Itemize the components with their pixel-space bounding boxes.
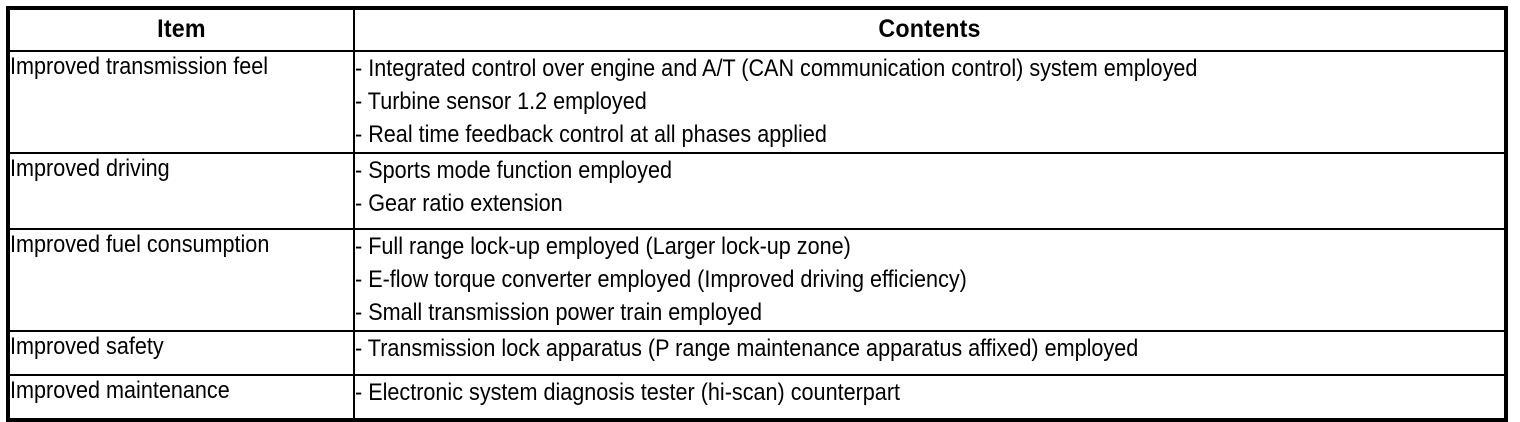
list-item: - Sports mode function employed [355, 157, 672, 184]
list-item: - E-flow torque converter employed (Impr… [355, 266, 967, 293]
contents-list: - Integrated control over engine and A/T… [355, 52, 1504, 151]
row-contents-cell: - Sports mode function employed - Gear r… [353, 152, 1507, 230]
row-item-cell: Improved transmission feel [7, 50, 355, 154]
item-label: Improved transmission feel [10, 53, 269, 80]
table-row: Improved fuel consumption - Full range l… [7, 228, 1507, 332]
table-row: Improved driving - Sports mode function … [7, 152, 1507, 230]
row-contents-cell: - Full range lock-up employed (Larger lo… [353, 228, 1507, 332]
column-header-contents: Contents [393, 7, 1467, 52]
column-header-item: Item [19, 7, 343, 52]
table-body: Improved transmission feel - Integrated … [7, 50, 1507, 421]
contents-list: - Electronic system diagnosis tester (hi… [355, 376, 1504, 409]
list-item: - Transmission lock apparatus (P range m… [355, 335, 1139, 362]
item-label: Improved fuel consumption [10, 231, 270, 258]
table-row: Improved safety - Transmission lock appa… [7, 330, 1507, 376]
item-label: Improved safety [10, 333, 164, 360]
header-row: Item Contents [8, 7, 1506, 52]
row-item-cell: Improved safety [7, 330, 355, 376]
list-item: - Electronic system diagnosis tester (hi… [355, 379, 901, 406]
row-item-cell: Improved maintenance [7, 374, 355, 421]
list-item: - Integrated control over engine and A/T… [355, 55, 1198, 82]
table-row: Improved transmission feel - Integrated … [7, 50, 1507, 154]
list-item: - Real time feedback control at all phas… [355, 121, 827, 148]
row-item-cell: Improved fuel consumption [7, 228, 355, 332]
list-item: - Gear ratio extension [355, 190, 563, 217]
table-row: Improved maintenance - Electronic system… [7, 374, 1507, 421]
contents-list: - Transmission lock apparatus (P range m… [355, 332, 1504, 365]
list-item: - Small transmission power train employe… [355, 299, 762, 326]
item-label: Improved maintenance [10, 377, 230, 404]
row-item-cell: Improved driving [7, 152, 355, 230]
item-label: Improved driving [10, 155, 170, 182]
row-contents-cell: - Integrated control over engine and A/T… [353, 50, 1507, 154]
contents-list: - Sports mode function employed - Gear r… [355, 154, 1504, 220]
specification-table: Item Contents Improved transmission feel… [6, 6, 1508, 422]
list-item: - Full range lock-up employed (Larger lo… [355, 233, 851, 260]
contents-list: - Full range lock-up employed (Larger lo… [355, 230, 1504, 329]
row-contents-cell: - Electronic system diagnosis tester (hi… [353, 374, 1507, 421]
table-header: Item Contents [8, 7, 1506, 52]
row-contents-cell: - Transmission lock apparatus (P range m… [353, 330, 1507, 376]
list-item: - Turbine sensor 1.2 employed [355, 88, 647, 115]
